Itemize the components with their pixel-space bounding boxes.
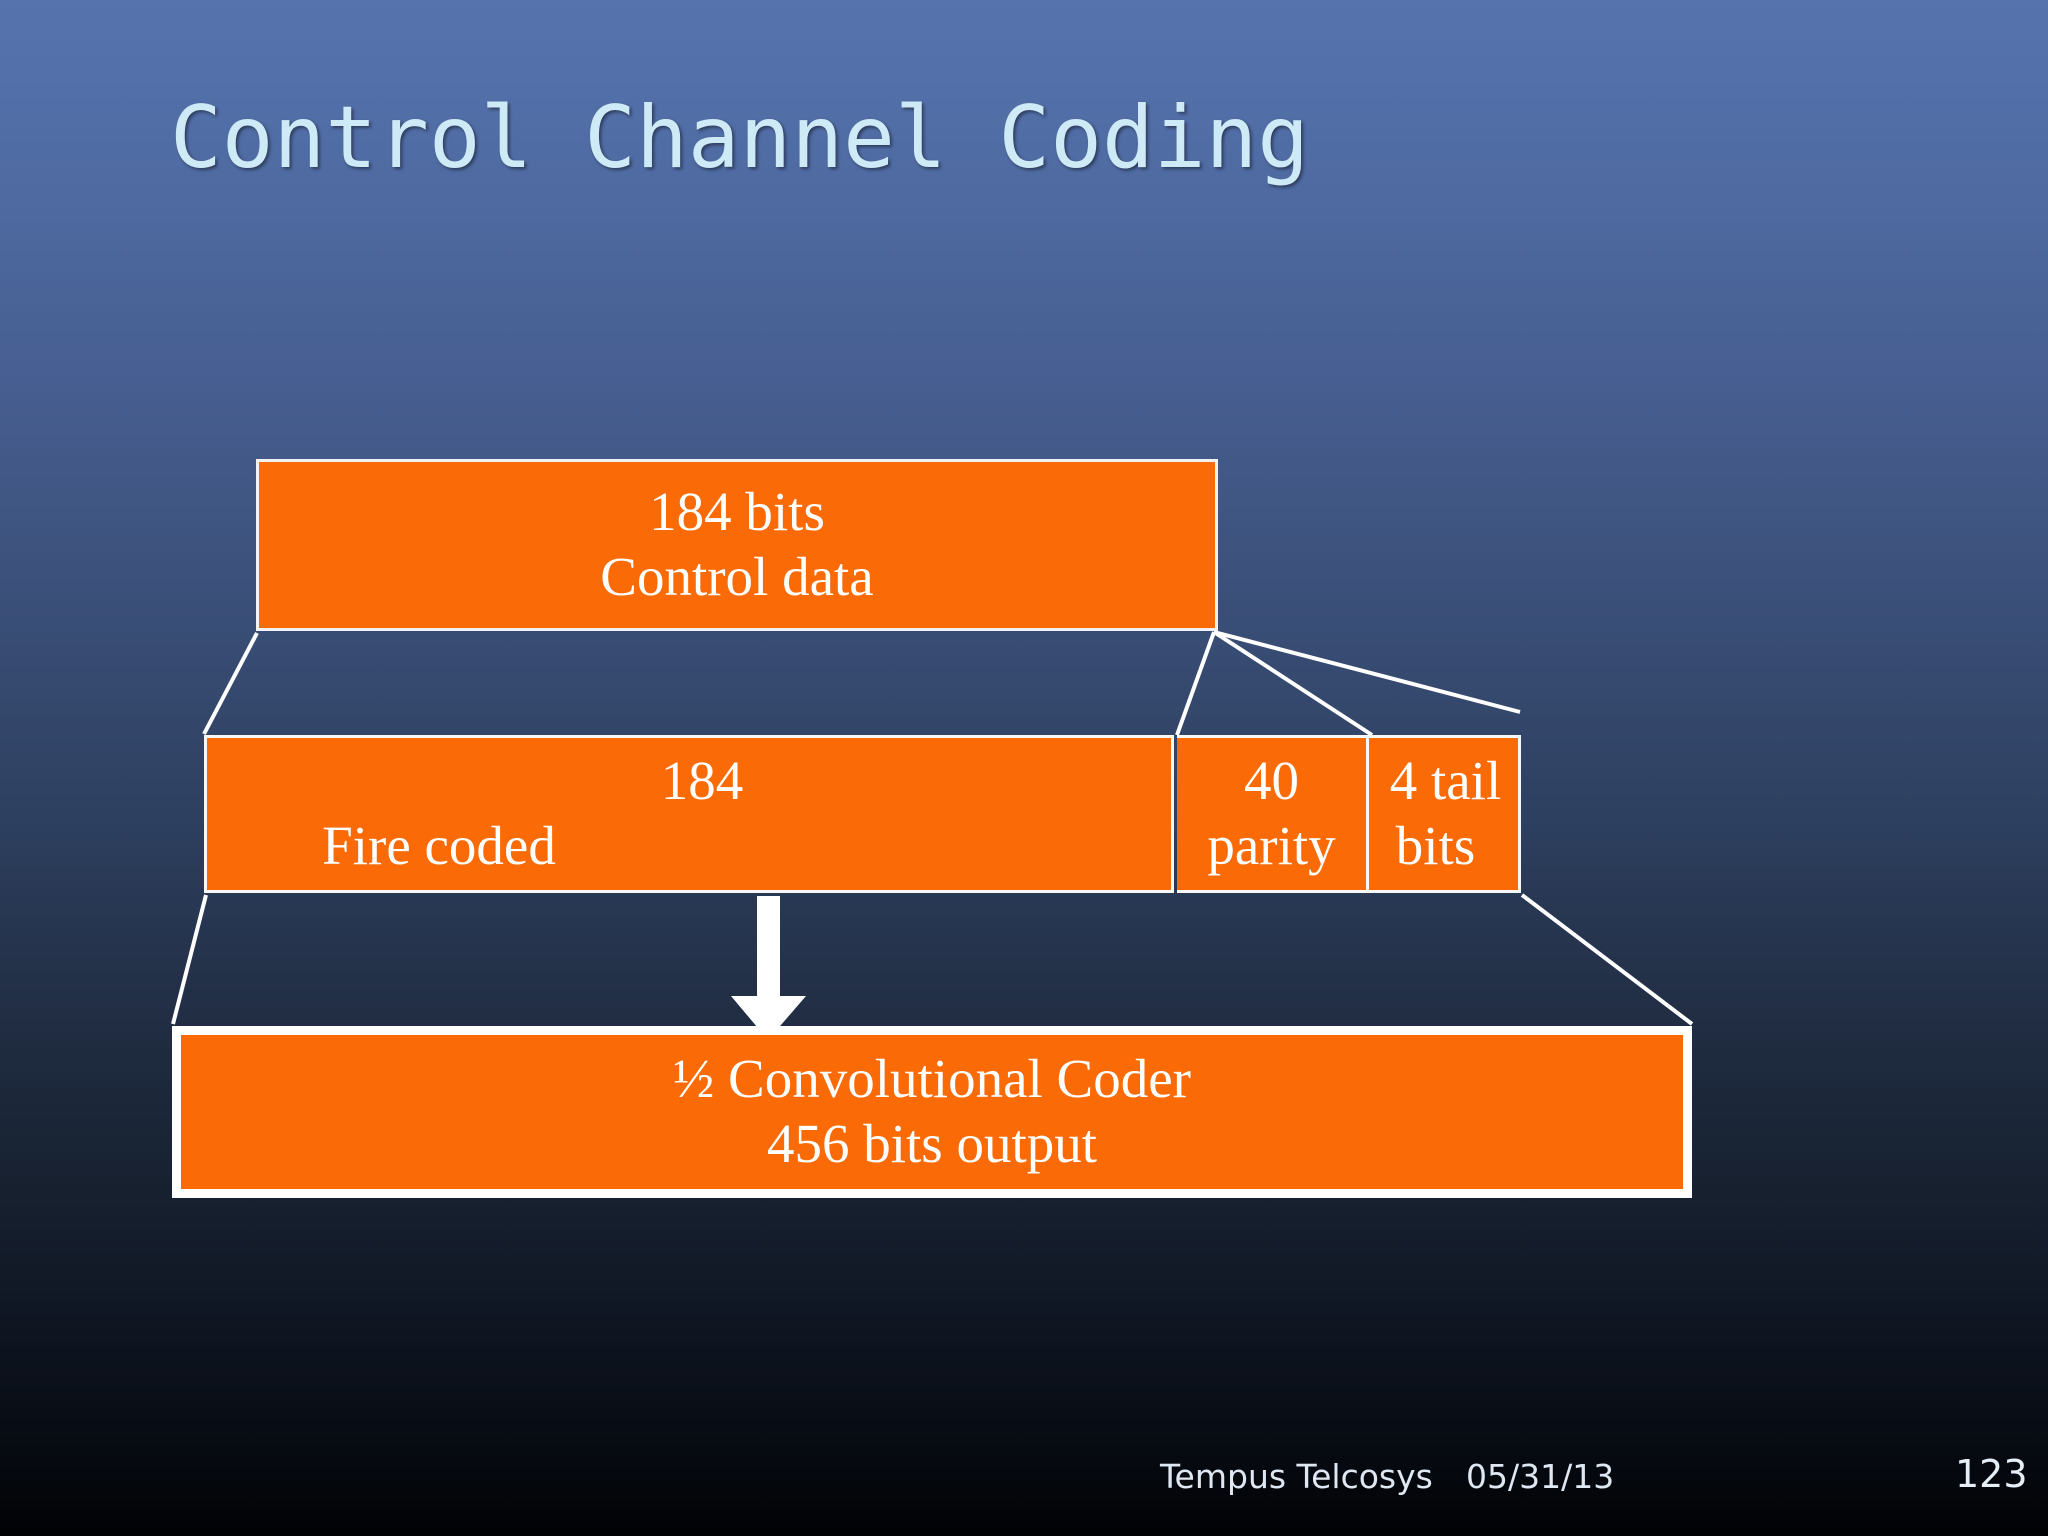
block-control-data[interactable]: 184 bits Control data [256,459,1218,631]
connector-left-line [202,632,259,735]
block-parity-line2: parity [1207,815,1336,876]
down-arrow-icon [731,896,806,1040]
block-conv-coder-line1: ½ Convolutional Coder [673,1048,1191,1110]
block-tail-bits-line1: 4 tail [1389,750,1502,812]
connector-right-line-fire [1175,631,1216,736]
block-control-data-line1: 184 bits [649,481,825,543]
connector-lower-right-line [1520,893,1694,1026]
block-parity-line1: 40 [1244,750,1299,812]
block-convolutional-coder[interactable]: ½ Convolutional Coder 456 bits output [172,1026,1692,1198]
footer-date: 05/31/13 [1466,1457,1615,1496]
block-fire-coded-line1: 184 [660,750,744,812]
footer-credit: Tempus Telcosys [1160,1457,1433,1496]
block-fire-coded[interactable]: 184 Fire coded [204,735,1174,893]
connector-right-line-parity [1212,630,1374,737]
block-tail-bits-line2: bits [1395,815,1476,876]
block-control-data-line2: Control data [600,546,874,607]
page-number: 123 [1955,1452,2028,1496]
block-tail-bits[interactable]: 4 tail bits [1369,735,1521,893]
connector-lower-left-line [171,894,208,1025]
connector-right-line-tail [1213,630,1521,714]
block-conv-coder-line2: 456 bits output [766,1113,1098,1174]
block-parity[interactable]: 40 parity [1177,735,1369,893]
block-fire-coded-line2: Fire coded [322,815,556,876]
page-title: Control Channel Coding [170,88,1310,188]
